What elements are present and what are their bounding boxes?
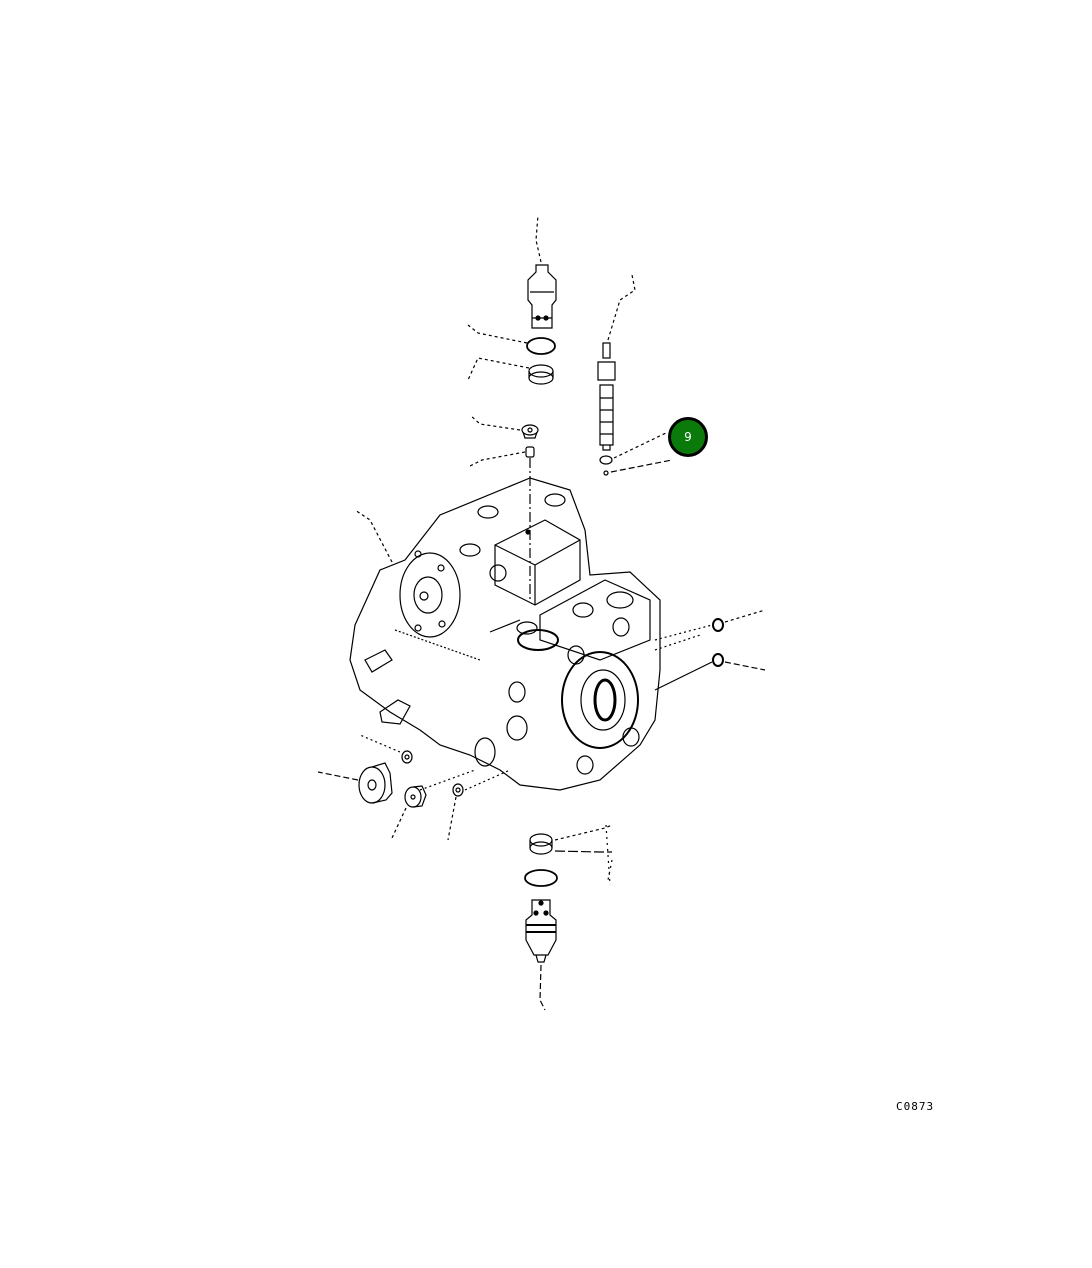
- leader-line: [554, 824, 613, 841]
- lower-left-small-plug[interactable]: [404, 785, 427, 808]
- leader-line: [447, 796, 457, 841]
- lower-plug[interactable]: [452, 783, 464, 797]
- figure-code: C0873: [896, 1100, 935, 1113]
- leader-line: [354, 509, 393, 563]
- leader-line: [359, 734, 401, 753]
- orifice[interactable]: [525, 446, 535, 458]
- leader-line: [607, 274, 636, 341]
- center-line: [654, 661, 713, 691]
- top-o-ring[interactable]: [526, 337, 556, 355]
- top-backup-ring[interactable]: [528, 364, 554, 385]
- leader-line: [489, 619, 521, 633]
- leader-line: [539, 964, 546, 1011]
- bottom-o-ring[interactable]: [524, 869, 558, 887]
- right-plug-1[interactable]: [712, 618, 724, 632]
- leader-line: [610, 459, 673, 473]
- small-o-ring[interactable]: [599, 455, 613, 465]
- bottom-relief-valve[interactable]: [525, 899, 557, 963]
- pump-housing[interactable]: [349, 477, 661, 791]
- leader-line: [317, 771, 359, 781]
- center-line: [654, 624, 713, 651]
- leader-line: [554, 850, 612, 853]
- leader-line: [613, 431, 669, 459]
- side-cartridge-valve[interactable]: [597, 342, 616, 451]
- leader-line: [605, 824, 613, 886]
- leader-line: [724, 609, 766, 623]
- bottom-backup-ring[interactable]: [529, 833, 553, 855]
- lower-left-nut[interactable]: [401, 750, 413, 764]
- check-ball[interactable]: [603, 470, 609, 476]
- callout-label: 9: [684, 430, 692, 444]
- leader-line: [724, 661, 766, 671]
- leader-line: [391, 807, 407, 839]
- leader-line: [467, 324, 528, 344]
- right-plug-2[interactable]: [712, 653, 724, 667]
- plug[interactable]: [521, 424, 539, 439]
- center-line: [419, 769, 511, 791]
- callout-9[interactable]: 9: [668, 417, 708, 457]
- lower-left-large-plug[interactable]: [358, 762, 393, 804]
- top-relief-valve[interactable]: [527, 264, 557, 329]
- leader-line: [469, 451, 526, 467]
- leader-line: [467, 357, 530, 381]
- leader-line: [535, 214, 542, 263]
- leader-line: [469, 414, 521, 431]
